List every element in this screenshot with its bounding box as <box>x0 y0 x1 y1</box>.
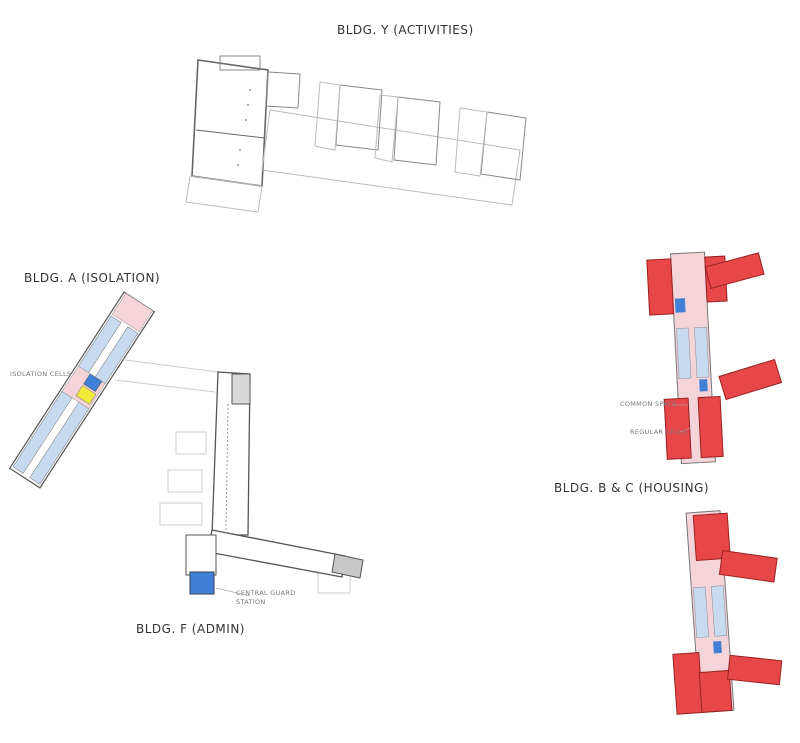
common-space-label: COMMON SPACE <box>620 400 678 408</box>
building-y-plan <box>185 55 527 213</box>
building-a-plan <box>8 291 156 489</box>
building-a-label: BLDG. A (ISOLATION) <box>24 271 161 285</box>
building-f-label: BLDG. F (ADMIN) <box>136 622 245 636</box>
building-y-label: BLDG. Y (ACTIVITIES) <box>337 23 474 37</box>
building-b-plan <box>646 251 783 465</box>
building-bc-label: BLDG. B & C (HOUSING) <box>554 481 710 495</box>
isolation-cells-label: ISOLATION CELLS <box>10 370 72 378</box>
regular-cells-label: REGULAR CELLS <box>630 428 688 436</box>
building-c-plan <box>672 510 783 715</box>
central-guard-line2: STATION <box>236 598 266 606</box>
central-guard-station-label: CENTRAL GUARD STATION <box>236 589 296 607</box>
central-guard-line1: CENTRAL GUARD <box>236 589 296 597</box>
building-f-plan <box>159 371 364 595</box>
